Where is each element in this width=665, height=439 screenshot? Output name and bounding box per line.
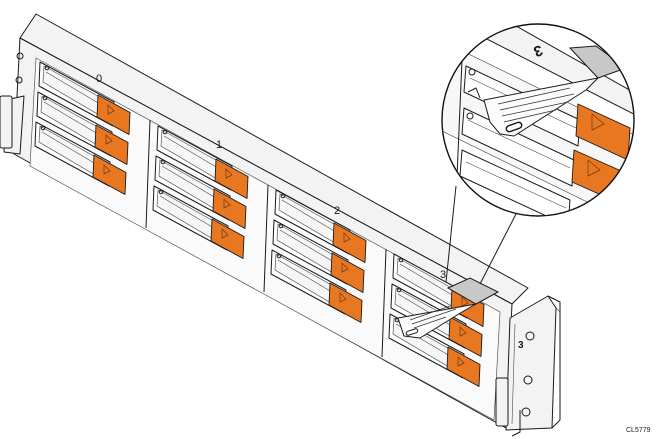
- drive-release-latch: [330, 252, 365, 293]
- enclosure-chassis: [0, 13, 561, 437]
- latch-arrow-mark: [461, 296, 469, 307]
- drive-tray-screw: [278, 223, 284, 229]
- drive-release-latch: [92, 154, 127, 195]
- bay-column-label-0: 0: [96, 73, 102, 85]
- drive-release-latch: [446, 346, 481, 387]
- magnified-detail-circle: 3: [441, 23, 635, 217]
- latch-arrow-mark: [341, 262, 349, 273]
- callout-line-upper: [445, 185, 457, 283]
- drive-tray-screw: [160, 159, 166, 165]
- bay-column-label-3: 3: [440, 269, 446, 281]
- latch-arrow-mark: [459, 326, 467, 337]
- drive-release-latch: [448, 316, 483, 357]
- drive-release-latch: [96, 94, 131, 135]
- drive-release-latch: [210, 218, 245, 259]
- drive-tray-screw: [280, 193, 286, 199]
- bay-column-label-2: 2: [334, 205, 340, 217]
- latch-arrow-mark: [221, 228, 229, 239]
- drive-release-latch: [212, 188, 247, 229]
- callout-line-lower: [479, 213, 517, 285]
- drive-tray-screw: [42, 95, 48, 101]
- drive-release-latch: [214, 158, 249, 199]
- drive-tray-screw: [162, 129, 168, 135]
- latch-arrow-mark: [223, 198, 231, 209]
- latch-arrow-mark: [107, 104, 115, 115]
- drive-tray-screw: [396, 287, 402, 293]
- chassis-side-label: 3: [518, 340, 524, 351]
- latch-arrow-mark: [339, 292, 347, 303]
- drive-tray-screw: [276, 253, 282, 259]
- figure-id-label: CL5779: [626, 427, 651, 434]
- latch-arrow-mark: [343, 232, 351, 243]
- latch-arrow-mark: [225, 168, 233, 179]
- drive-tray-screw: [40, 125, 46, 131]
- drive-release-latch: [328, 282, 363, 323]
- bay-column-label-1: 1: [216, 139, 222, 151]
- latch-arrow-mark: [457, 356, 465, 367]
- drive-release-latch: [332, 222, 367, 263]
- pull-out-label-tag: [397, 277, 500, 339]
- drive-tray-screw: [398, 257, 404, 263]
- latch-arrow-mark: [103, 164, 111, 175]
- drive-tray-screw: [44, 65, 50, 71]
- drive-tray-screw: [158, 189, 164, 195]
- latch-arrow-mark: [105, 134, 113, 145]
- drive-release-latch: [94, 124, 129, 165]
